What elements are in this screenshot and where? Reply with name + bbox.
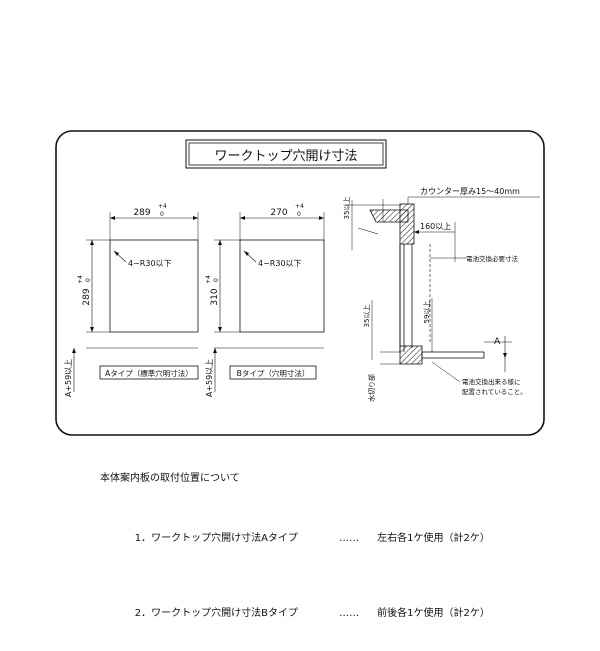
- type-b-offset: A+59以上: [205, 359, 214, 397]
- type-b-width-tol: +4: [295, 203, 304, 210]
- type-a-width: 289: [133, 208, 150, 218]
- type-a-height-tol-lo: 0: [85, 278, 92, 282]
- note-dots: ……: [339, 533, 360, 544]
- note-usage: 前後各1ケ使用（計2ケ）: [377, 608, 490, 619]
- type-a-offset: A+59以上: [64, 359, 73, 397]
- dim-a-label: A: [494, 337, 501, 347]
- note-text: ワークトップ穴開け寸法Bタイプ: [151, 608, 298, 619]
- drain-tray: [421, 351, 485, 359]
- type-a-cutout: 289 +4 0 289 +4 0 4−R30以下 A+59以上 Aタイプ（標準…: [64, 203, 199, 397]
- section-view: カウンター厚み15〜40mm 35以上 160以上 電池交換必要寸法 35以上 …: [342, 187, 540, 402]
- type-b-outline: [239, 239, 325, 333]
- title-box: ワークトップ穴開け寸法: [185, 139, 387, 169]
- battery-space-label: 電池交換必要寸法: [466, 254, 519, 263]
- note-usage: 左右各1ケ使用（計2ケ）: [377, 533, 490, 544]
- drawing-frame: [55, 130, 545, 436]
- mounting-notes: 本体案内板の取付位置について 1．ワークトップ穴開け寸法Aタイプ …… 左右各1ケ使…: [100, 441, 490, 651]
- note-dots: ……: [339, 608, 360, 619]
- type-b-width: 270: [270, 208, 287, 218]
- type-a-label: Aタイプ（標準穴明寸法）: [105, 368, 193, 378]
- type-b-cutout: 270 +4 0 310 +4 0 4−R30以下 A+59以上 Bタイプ（穴明…: [205, 203, 325, 397]
- type-b-width-tol-lo: 0: [297, 211, 301, 218]
- base-plate: [399, 345, 423, 365]
- bottom-clearance-dim: 35以上: [362, 305, 371, 328]
- type-b-height-tol: +4: [205, 275, 212, 284]
- type-a-width-tol: +4: [158, 203, 167, 210]
- note-num: 1．: [134, 533, 152, 544]
- type-b-label: Bタイプ（穴明寸法）: [237, 368, 310, 378]
- top-clearance-dim: 35以上: [342, 197, 351, 220]
- vertical-clearance-dim: 59以上: [422, 301, 431, 324]
- type-a-corner-radius: 4−R30以下: [128, 259, 172, 268]
- notes-heading: 本体案内板の取付位置について: [100, 473, 240, 484]
- note-num: 2．: [134, 608, 152, 619]
- battery-note-line1: 電池交換出来る様に: [462, 377, 521, 386]
- cutout-dimension-diagram: ワークトップ穴開け寸法 289 +4 0 289 +4 0 4−R30以下 A+…: [55, 130, 545, 436]
- drain-label: 水切り部: [367, 374, 376, 402]
- type-a-width-tol-lo: 0: [160, 211, 164, 218]
- battery-note-line2: 配置されていること。: [462, 388, 527, 396]
- counter-thickness-label: カウンター厚み15〜40mm: [420, 187, 520, 196]
- note-item-2: 2．ワークトップ穴開け寸法Bタイプ …… 前後各1ケ使用（計2ケ）: [100, 591, 490, 636]
- note-text: ワークトップ穴開け寸法Aタイプ: [151, 533, 298, 544]
- type-a-height: 289: [82, 288, 92, 305]
- top-flange: [399, 203, 415, 245]
- type-b-height: 310: [210, 288, 220, 305]
- drawing-title: ワークトップ穴開け寸法: [214, 149, 357, 164]
- type-b-height-tol-lo: 0: [213, 278, 220, 282]
- side-clearance-dim: 160以上: [420, 222, 451, 231]
- type-a-outline: [109, 239, 199, 333]
- note-item-1: 1．ワークトップ穴開け寸法Aタイプ …… 左右各1ケ使用（計2ケ）: [100, 516, 490, 561]
- type-a-height-tol: +4: [77, 275, 84, 284]
- type-b-corner-radius: 4−R30以下: [258, 259, 302, 268]
